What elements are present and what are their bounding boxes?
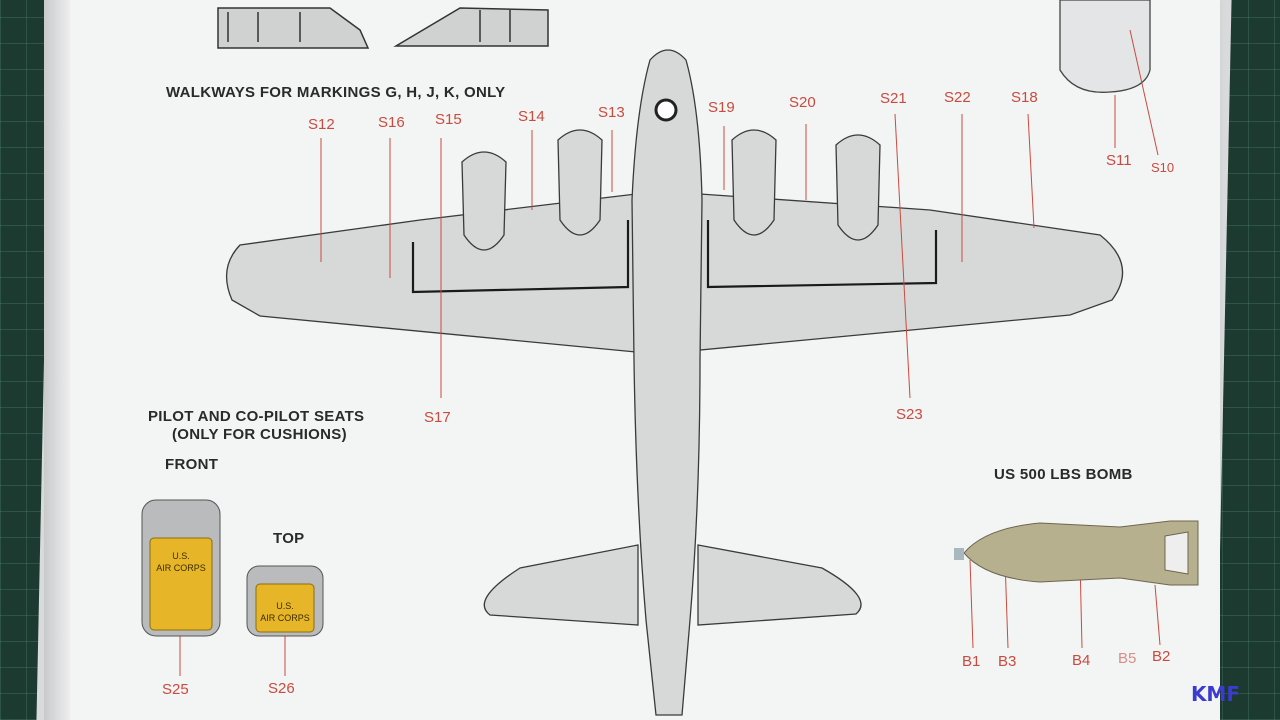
cushion-line1: U.S.: [276, 601, 294, 611]
callout-s25: S25: [162, 681, 189, 698]
top-label: TOP: [273, 530, 305, 547]
callout-s17: S17: [424, 409, 451, 426]
leader-lines: [179, 29, 1161, 676]
front-cushion-text: U.S. AIR CORPS: [154, 550, 208, 574]
aircraft-top-view: [225, 49, 1124, 716]
callout-s11: S11: [1106, 152, 1132, 169]
callout-s19: S19: [708, 99, 735, 116]
seat-front: [141, 499, 221, 637]
callout-s26: S26: [268, 680, 295, 697]
seats-subheading: (ONLY FOR CUSHIONS): [172, 426, 347, 443]
callout-s22: S22: [944, 89, 971, 106]
walkways-heading: WALKWAYS FOR MARKINGS G, H, J, K, ONLY: [166, 84, 506, 101]
callout-s15: S15: [435, 111, 462, 128]
top-cushion-text: U.S. AIR CORPS: [258, 600, 312, 624]
callout-s10: S10: [1151, 160, 1175, 175]
callout-b5: B5: [1118, 650, 1137, 667]
cushion-line2: AIR CORPS: [156, 563, 206, 573]
cushion-line1: U.S.: [172, 551, 190, 561]
callout-s20: S20: [789, 94, 816, 111]
callout-b2: B2: [1152, 648, 1171, 665]
callout-s13: S13: [598, 104, 625, 121]
canopy-fragment-left: [217, 7, 370, 49]
callout-s16: S16: [378, 114, 405, 131]
seats-heading: PILOT AND CO-PILOT SEATS: [148, 408, 365, 425]
seat-top: [246, 565, 324, 637]
callout-s18: S18: [1011, 89, 1038, 106]
callout-b4: B4: [1072, 652, 1091, 669]
cushion-line2: AIR CORPS: [260, 613, 310, 623]
canopy-fragment-right: [393, 7, 549, 47]
callout-s14: S14: [518, 108, 545, 125]
bomb-500lb: [954, 520, 1199, 586]
kmf-logo: KMF: [1190, 682, 1240, 706]
callout-b3: B3: [998, 653, 1017, 670]
bomb-heading: US 500 LBS BOMB: [994, 466, 1133, 483]
front-label: FRONT: [165, 456, 219, 473]
callout-b1: B1: [962, 653, 981, 670]
callout-s21: S21: [880, 90, 907, 107]
callout-s12: S12: [308, 116, 335, 133]
callout-s23: S23: [896, 406, 923, 423]
fuselage-detail-top-right: [1059, 0, 1151, 93]
